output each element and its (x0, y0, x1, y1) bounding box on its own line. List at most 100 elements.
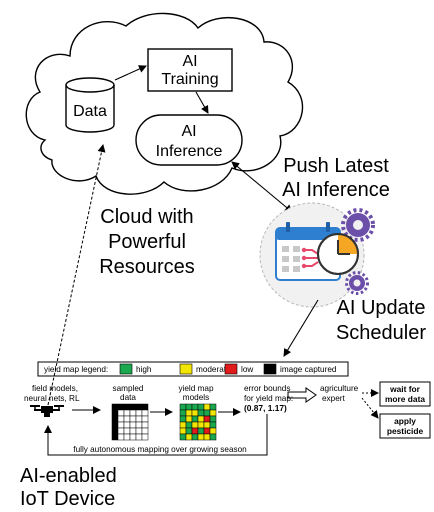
error-bounds-line2: for yield map: (244, 394, 293, 403)
yield-models-line1: yield map (178, 384, 213, 393)
device-label-line1: AI-enabled (20, 465, 117, 487)
scheduler-label-line1: AI Update (337, 297, 426, 319)
yield-cell (185, 415, 193, 423)
yield-cell (185, 421, 193, 429)
pesticide-line1: apply (394, 416, 416, 426)
yield-map-grid (179, 403, 217, 441)
sampled-cell (129, 421, 137, 429)
sampled-cell (111, 433, 119, 441)
yield-cell (203, 427, 211, 435)
yield-cell (209, 433, 217, 441)
drone-icon (30, 405, 64, 417)
wait-line1: wait for (389, 384, 421, 394)
sampled-cell (117, 421, 125, 429)
sampled-cell (141, 403, 149, 411)
ai-inference-label-line2: Inference (156, 143, 223, 160)
sampled-cell (135, 403, 143, 411)
yield-cell (197, 403, 205, 411)
legend-swatch-image-captured (263, 363, 277, 375)
sampled-cell (141, 421, 149, 429)
ai-training-label-line2: Training (161, 71, 218, 88)
field-models-line2: neural nets, RL (24, 394, 80, 403)
sampled-cell (117, 403, 125, 411)
arrow-device-to-data (47, 144, 106, 406)
sampled-cell (135, 421, 143, 429)
yield-cell (203, 403, 211, 411)
cloud-caption-line1: Cloud with (100, 206, 193, 228)
yield-cell (203, 409, 211, 417)
data-store: Data (65, 77, 115, 133)
gear-icon-small (345, 271, 369, 295)
sampled-cell (123, 421, 131, 429)
wait-for-more-data-button: wait for more data (379, 381, 431, 407)
sampled-data-line2: data (120, 393, 136, 402)
sampled-cell (135, 415, 143, 423)
sampled-cell (111, 403, 119, 411)
sampled-cell (117, 433, 125, 441)
yield-cell (203, 421, 211, 429)
yield-cell (209, 427, 217, 435)
legend-swatch-low (224, 363, 238, 375)
sampled-cell (141, 409, 149, 417)
yield-cell (209, 415, 217, 423)
sampled-cell (135, 427, 143, 435)
yield-cell (203, 433, 211, 441)
sampled-cell (129, 427, 137, 435)
arrow-scheduler-to-device (283, 299, 319, 357)
yield-cell (197, 421, 205, 429)
yield-cell (179, 403, 187, 411)
yield-cell (209, 403, 217, 411)
yield-cell (185, 409, 193, 417)
gear-icon (341, 208, 375, 242)
legend-label-moderate: moderate (196, 365, 231, 374)
legend-label-image-captured: image captured (280, 365, 337, 374)
sampled-cell (129, 409, 137, 417)
clock-icon (317, 233, 359, 275)
sampled-cell (117, 415, 125, 423)
cloud-shape (25, 12, 304, 195)
pesticide-line2: pesticide (387, 426, 424, 436)
push-label-line2: AI Inference (282, 179, 390, 201)
cloud-caption-line2: Powerful (108, 231, 186, 253)
field-models-line1: field models, (32, 384, 78, 393)
sampled-cell (135, 433, 143, 441)
yield-cell (197, 433, 205, 441)
yield-cell (197, 415, 205, 423)
legend-title: yield map legend: (44, 365, 108, 374)
push-label-line1: Push Latest (283, 155, 389, 177)
yield-cell (191, 433, 199, 441)
ai-training-box: AI Training (147, 48, 233, 92)
yield-models-line2: models (183, 393, 209, 402)
data-store-label: Data (73, 103, 107, 120)
ai-inference-box: AI Inference (135, 114, 243, 166)
yield-cell (191, 403, 199, 411)
yield-cell (209, 409, 217, 417)
sampled-cell (123, 415, 131, 423)
yield-cell (203, 415, 211, 423)
legend-label-low: low (241, 365, 253, 374)
sampled-cell (141, 427, 149, 435)
legend-swatch-moderate (179, 363, 193, 375)
sampled-cell (129, 433, 137, 441)
legend-label-high: high (136, 365, 152, 374)
yield-cell (191, 409, 199, 417)
loop-back-arrow (44, 414, 268, 456)
arrow-bounds-to-expert (287, 387, 317, 403)
ai-training-label-line1: AI (182, 53, 197, 70)
legend-swatch-high (119, 363, 133, 375)
sampled-cell (111, 415, 119, 423)
sampled-cell (123, 403, 131, 411)
expert-line1: agriculture (320, 384, 359, 393)
sampled-cell (117, 427, 125, 435)
arrow-training-to-inference (195, 91, 209, 114)
sampled-cell (141, 415, 149, 423)
scheduler-label-line2: Scheduler (336, 322, 426, 344)
yield-cell (191, 421, 199, 429)
sampled-cell (117, 409, 125, 417)
sampled-cell (141, 433, 149, 441)
yield-cell (191, 427, 199, 435)
sampled-cell (129, 403, 137, 411)
yield-cell (191, 415, 199, 423)
sampled-cell (135, 409, 143, 417)
